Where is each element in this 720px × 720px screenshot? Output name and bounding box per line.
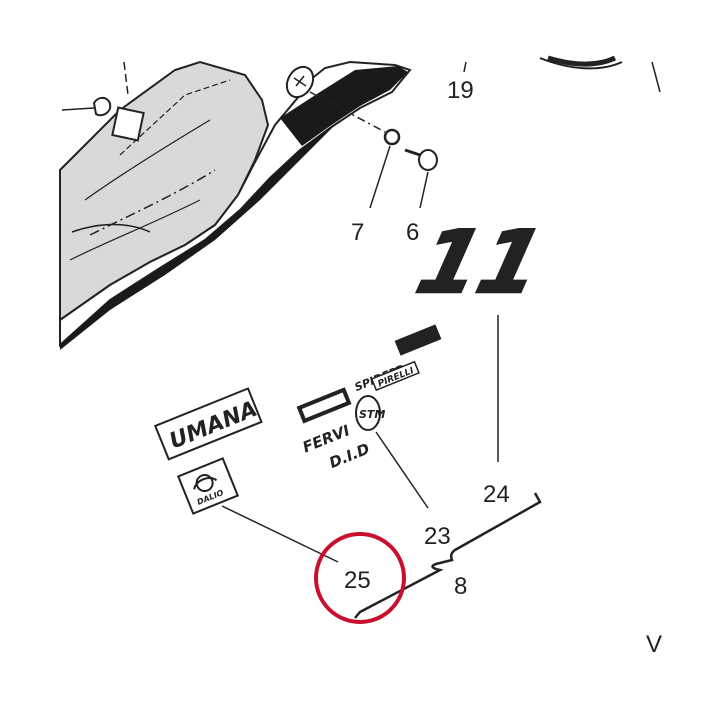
- fairing-panel: [59, 60, 412, 350]
- callout-25: 25: [344, 567, 371, 594]
- callout-labels: 19 7 6 24 23 8 25 V: [344, 77, 662, 658]
- umana-decal: UMANA: [153, 387, 263, 461]
- top-right-part: [539, 55, 661, 93]
- screw-part: [404, 148, 438, 171]
- race-number-text: 11: [408, 212, 553, 312]
- callout-23: 23: [424, 523, 451, 550]
- washer-part: [309, 91, 401, 146]
- fairing-clip: [61, 61, 145, 142]
- dalio-decal: DALIO: [176, 457, 240, 515]
- stm-text: STM: [359, 408, 385, 421]
- highlight-circle: [314, 532, 406, 624]
- callout-6: 6: [406, 219, 419, 246]
- callout-19: 19: [447, 77, 474, 104]
- callout-24: 24: [483, 481, 510, 508]
- callout-v: V: [646, 631, 662, 658]
- race-number-decal: 11: [407, 211, 554, 314]
- leader-lines: [221, 61, 542, 619]
- callout-7: 7: [351, 219, 364, 246]
- callout-8: 8: [454, 573, 467, 600]
- fairing-emblem: [285, 65, 315, 99]
- sponsor-decals: SPIDER PIRELLI FERVI D.I.D STM: [296, 324, 442, 472]
